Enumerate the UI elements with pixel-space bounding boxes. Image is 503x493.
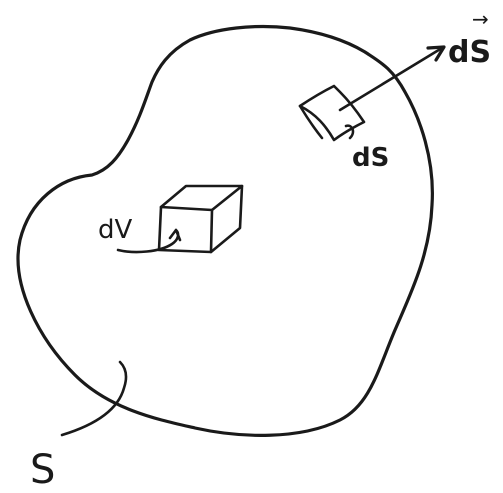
surface-label-pointer bbox=[60, 360, 128, 437]
area-vector-arrow bbox=[338, 46, 444, 112]
area-vector-arrow-symbol: → bbox=[472, 7, 489, 31]
surface-element-label: dS bbox=[352, 143, 389, 173]
surface-element-pointer bbox=[344, 124, 355, 140]
surface-element-patch bbox=[298, 84, 366, 142]
surface-label: S bbox=[30, 447, 55, 493]
area-vector-label: dS bbox=[448, 35, 491, 70]
closed-surface-boundary bbox=[16, 24, 434, 437]
volume-element-cube bbox=[157, 184, 244, 254]
volume-element-pointer bbox=[116, 228, 182, 254]
volume-element-label: dV bbox=[98, 215, 133, 245]
area-vector-arrowhead bbox=[426, 45, 446, 62]
